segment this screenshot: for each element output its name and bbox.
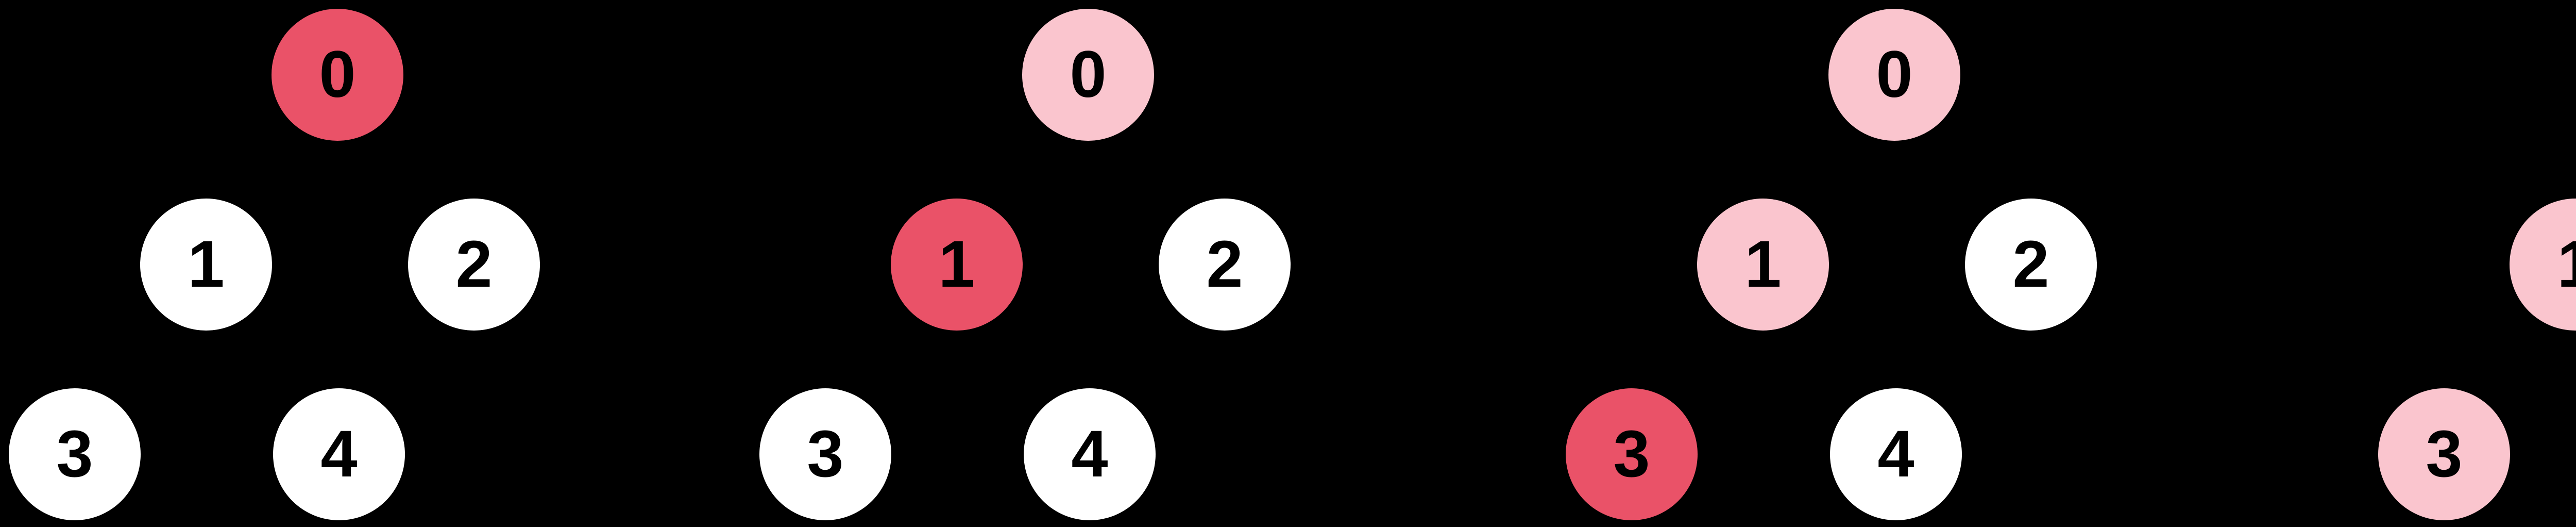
node-label: 3 <box>1613 417 1650 491</box>
node-label: 1 <box>188 227 225 301</box>
node-label: 3 <box>2426 417 2463 491</box>
dfs-frame-step-1: 0 1 2 3 4 <box>9 0 540 527</box>
node-label: 4 <box>320 417 358 491</box>
step-1-graph-node-2: 2 <box>408 199 540 331</box>
step-3-graph-node-4: 4 <box>1830 388 1962 520</box>
dfs-frame-step-3: 0 1 2 3 4 <box>1566 0 2097 527</box>
node-label: 4 <box>1877 417 1914 491</box>
step-2-graph-node-1: 1 <box>891 199 1023 331</box>
step-1-graph-node-4: 4 <box>273 388 405 520</box>
step-1-graph-node-3: 3 <box>9 388 141 520</box>
step-1-graph-node-1: 1 <box>140 199 272 331</box>
dfs-frame-step-2: 0 1 2 3 4 <box>759 0 1291 527</box>
step-4-graph-node-3: 3 <box>2378 388 2510 520</box>
node-label: 0 <box>1070 38 1107 111</box>
node-label: 2 <box>1206 227 1243 301</box>
node-label: 2 <box>2012 227 2049 301</box>
step-3-graph-node-1: 1 <box>1697 199 1829 331</box>
node-label: 0 <box>1876 38 1913 111</box>
step-3-graph-node-3: 3 <box>1566 388 1698 520</box>
node-label: 2 <box>455 227 493 301</box>
node-label: 3 <box>56 417 93 491</box>
step-2-graph-node-3: 3 <box>759 388 891 520</box>
node-label: 1 <box>2557 227 2576 301</box>
node-label: 3 <box>807 417 844 491</box>
node-label: 1 <box>938 227 975 301</box>
step-3-graph-node-2: 2 <box>1965 199 2097 331</box>
node-label: 4 <box>1071 417 1108 491</box>
step-2-graph-node-4: 4 <box>1024 388 1156 520</box>
node-label: 0 <box>319 38 356 111</box>
step-2-graph-node-0: 0 <box>1022 9 1154 141</box>
step-2-graph-node-2: 2 <box>1159 199 1291 331</box>
step-1-graph-node-0: 0 <box>272 9 403 141</box>
step-3-graph-node-0: 0 <box>1828 9 1960 141</box>
step-4-graph-node-1: 1 <box>2510 199 2576 331</box>
node-label: 1 <box>1744 227 1782 301</box>
